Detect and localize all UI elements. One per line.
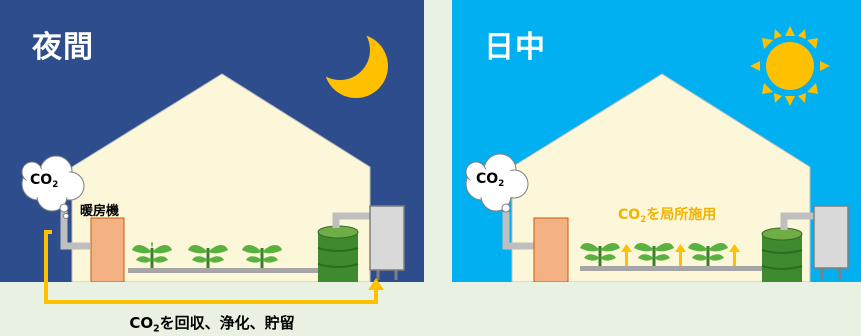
- plant-icon: [242, 245, 282, 268]
- transfer-pipe: [780, 212, 814, 230]
- night-caption: CO2を回収、浄化、貯留: [129, 314, 295, 335]
- arrow-up-icon: [729, 244, 740, 266]
- night-title: 夜間: [32, 30, 94, 65]
- plant-icon: [688, 243, 728, 266]
- day-cloud-co2-label: CO2: [476, 171, 505, 190]
- cloud-icon: [21, 155, 85, 219]
- plant-icon: [634, 243, 674, 266]
- tank-icon: [761, 227, 803, 282]
- sun-icon: [750, 26, 830, 106]
- co2-storage-unit: [813, 205, 849, 269]
- day-panel: 日中 CO2 CO2を局所施用: [452, 0, 861, 282]
- day-apply-label: CO2を局所施用: [618, 207, 717, 226]
- night-panel: 夜間 CO2 暖房機: [0, 0, 424, 282]
- heater: [90, 217, 125, 282]
- exhaust-pipe: [60, 232, 90, 250]
- co2-storage-unit: [369, 205, 405, 271]
- arrow-up-icon: [621, 244, 632, 266]
- exhaust-pipe: [502, 212, 534, 250]
- plant-icon: [132, 242, 172, 268]
- transfer-pipe: [332, 212, 370, 228]
- arrow-up-icon: [675, 244, 686, 266]
- plant-icon: [188, 245, 228, 268]
- night-scene: [0, 0, 424, 282]
- ground-rail: [128, 268, 324, 273]
- recovery-line: [44, 230, 384, 304]
- day-scene: [452, 0, 861, 282]
- tank-icon: [317, 225, 359, 282]
- arrow-up-icon: [368, 278, 384, 290]
- ground-rail: [580, 266, 766, 271]
- heater: [533, 217, 569, 282]
- day-title: 日中: [484, 30, 546, 65]
- greenhouse: [511, 73, 811, 282]
- plant-icon: [580, 243, 620, 266]
- heater-label: 暖房機: [80, 204, 120, 219]
- night-cloud-co2-label: CO2: [30, 172, 59, 191]
- cloud-icon: [465, 153, 529, 213]
- moon-icon: [310, 20, 388, 98]
